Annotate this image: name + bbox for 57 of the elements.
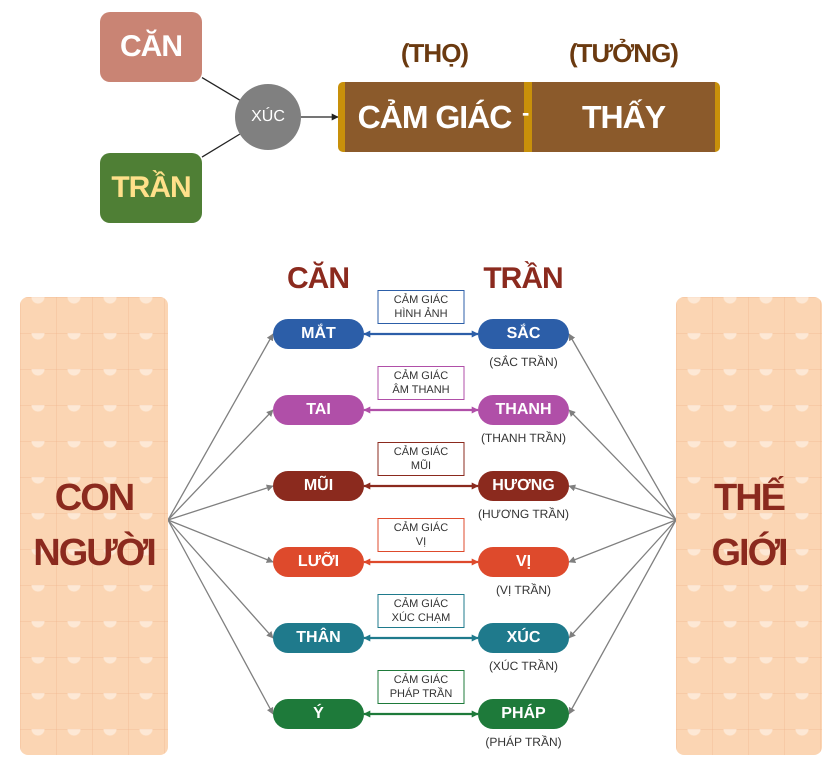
- arrow: [568, 519, 676, 563]
- node-label: (THANH TRẦN): [480, 431, 568, 445]
- arrow: [568, 333, 677, 520]
- edge-label: CẢM GIÁC HÌNH ẢNH: [378, 290, 464, 324]
- rounded-box: TRẦN: [100, 153, 202, 223]
- puzzle-panel: [676, 297, 822, 755]
- arrow: [168, 410, 274, 520]
- node-label: (SẮC TRẦN): [488, 355, 559, 369]
- column-heading: TRẦN: [483, 262, 563, 296]
- pill-label: VỊ: [478, 547, 569, 577]
- edge-label: CẢM GIÁC VỊ: [378, 518, 464, 552]
- arrow: [363, 710, 479, 718]
- arrow: [168, 519, 274, 563]
- arrow: [168, 520, 274, 639]
- arrow: [168, 484, 274, 521]
- pill-label: XÚC: [478, 623, 569, 653]
- edge-label: CẢM GIÁC PHÁP TRẦN: [378, 670, 464, 704]
- node-label: (XÚC TRẦN): [488, 659, 560, 673]
- pill-label: THÂN: [273, 623, 364, 653]
- heading: (TƯỞNG): [568, 38, 679, 69]
- arrow: [301, 114, 339, 120]
- arrow: [363, 558, 479, 566]
- separator-dash: -: [522, 100, 530, 126]
- pill-label: THANH: [478, 395, 569, 425]
- arrow: [568, 520, 676, 639]
- bar-text: THẤY: [582, 98, 666, 136]
- bar-text: CẢM GIÁC: [358, 98, 512, 136]
- edge-label: CẢM GIÁC XÚC CHẠM: [378, 594, 464, 628]
- arrow: [363, 482, 479, 490]
- rounded-box: CĂN: [100, 12, 202, 82]
- arrow: [363, 406, 479, 414]
- edge-label: CẢM GIÁC ÂM THANH: [378, 366, 464, 400]
- arrow: [568, 520, 677, 715]
- node-label: (HƯƠNG TRẦN): [477, 507, 570, 521]
- node-label: (VỊ TRẦN): [494, 583, 552, 597]
- pill-label: MŨI: [273, 471, 364, 501]
- edge-label: CẢM GIÁC MŨI: [378, 442, 464, 476]
- pill-label: LƯỠI: [273, 547, 364, 577]
- column-heading: CĂN: [287, 262, 349, 296]
- node-label: (PHÁP TRẦN): [484, 735, 563, 749]
- arrow: [568, 484, 676, 521]
- pill-label: TAI: [273, 395, 364, 425]
- arrow: [363, 330, 479, 338]
- arrow: [167, 520, 274, 715]
- arrow: [363, 634, 479, 642]
- panel-title: THẾ GIỚI: [710, 475, 788, 576]
- arrow: [568, 410, 676, 520]
- puzzle-panel: [20, 297, 168, 755]
- heading: (THỌ): [400, 38, 470, 69]
- arrow: [167, 333, 274, 520]
- pill-label: PHÁP: [478, 699, 569, 729]
- panel-title: CON NGƯỜI: [32, 476, 156, 576]
- pill-label: SẮC: [478, 319, 569, 349]
- circle-node: XÚC: [235, 84, 301, 150]
- pill-label: Ý: [273, 699, 364, 729]
- pill-label: HƯƠNG: [478, 471, 569, 501]
- pill-label: MẮT: [273, 319, 364, 349]
